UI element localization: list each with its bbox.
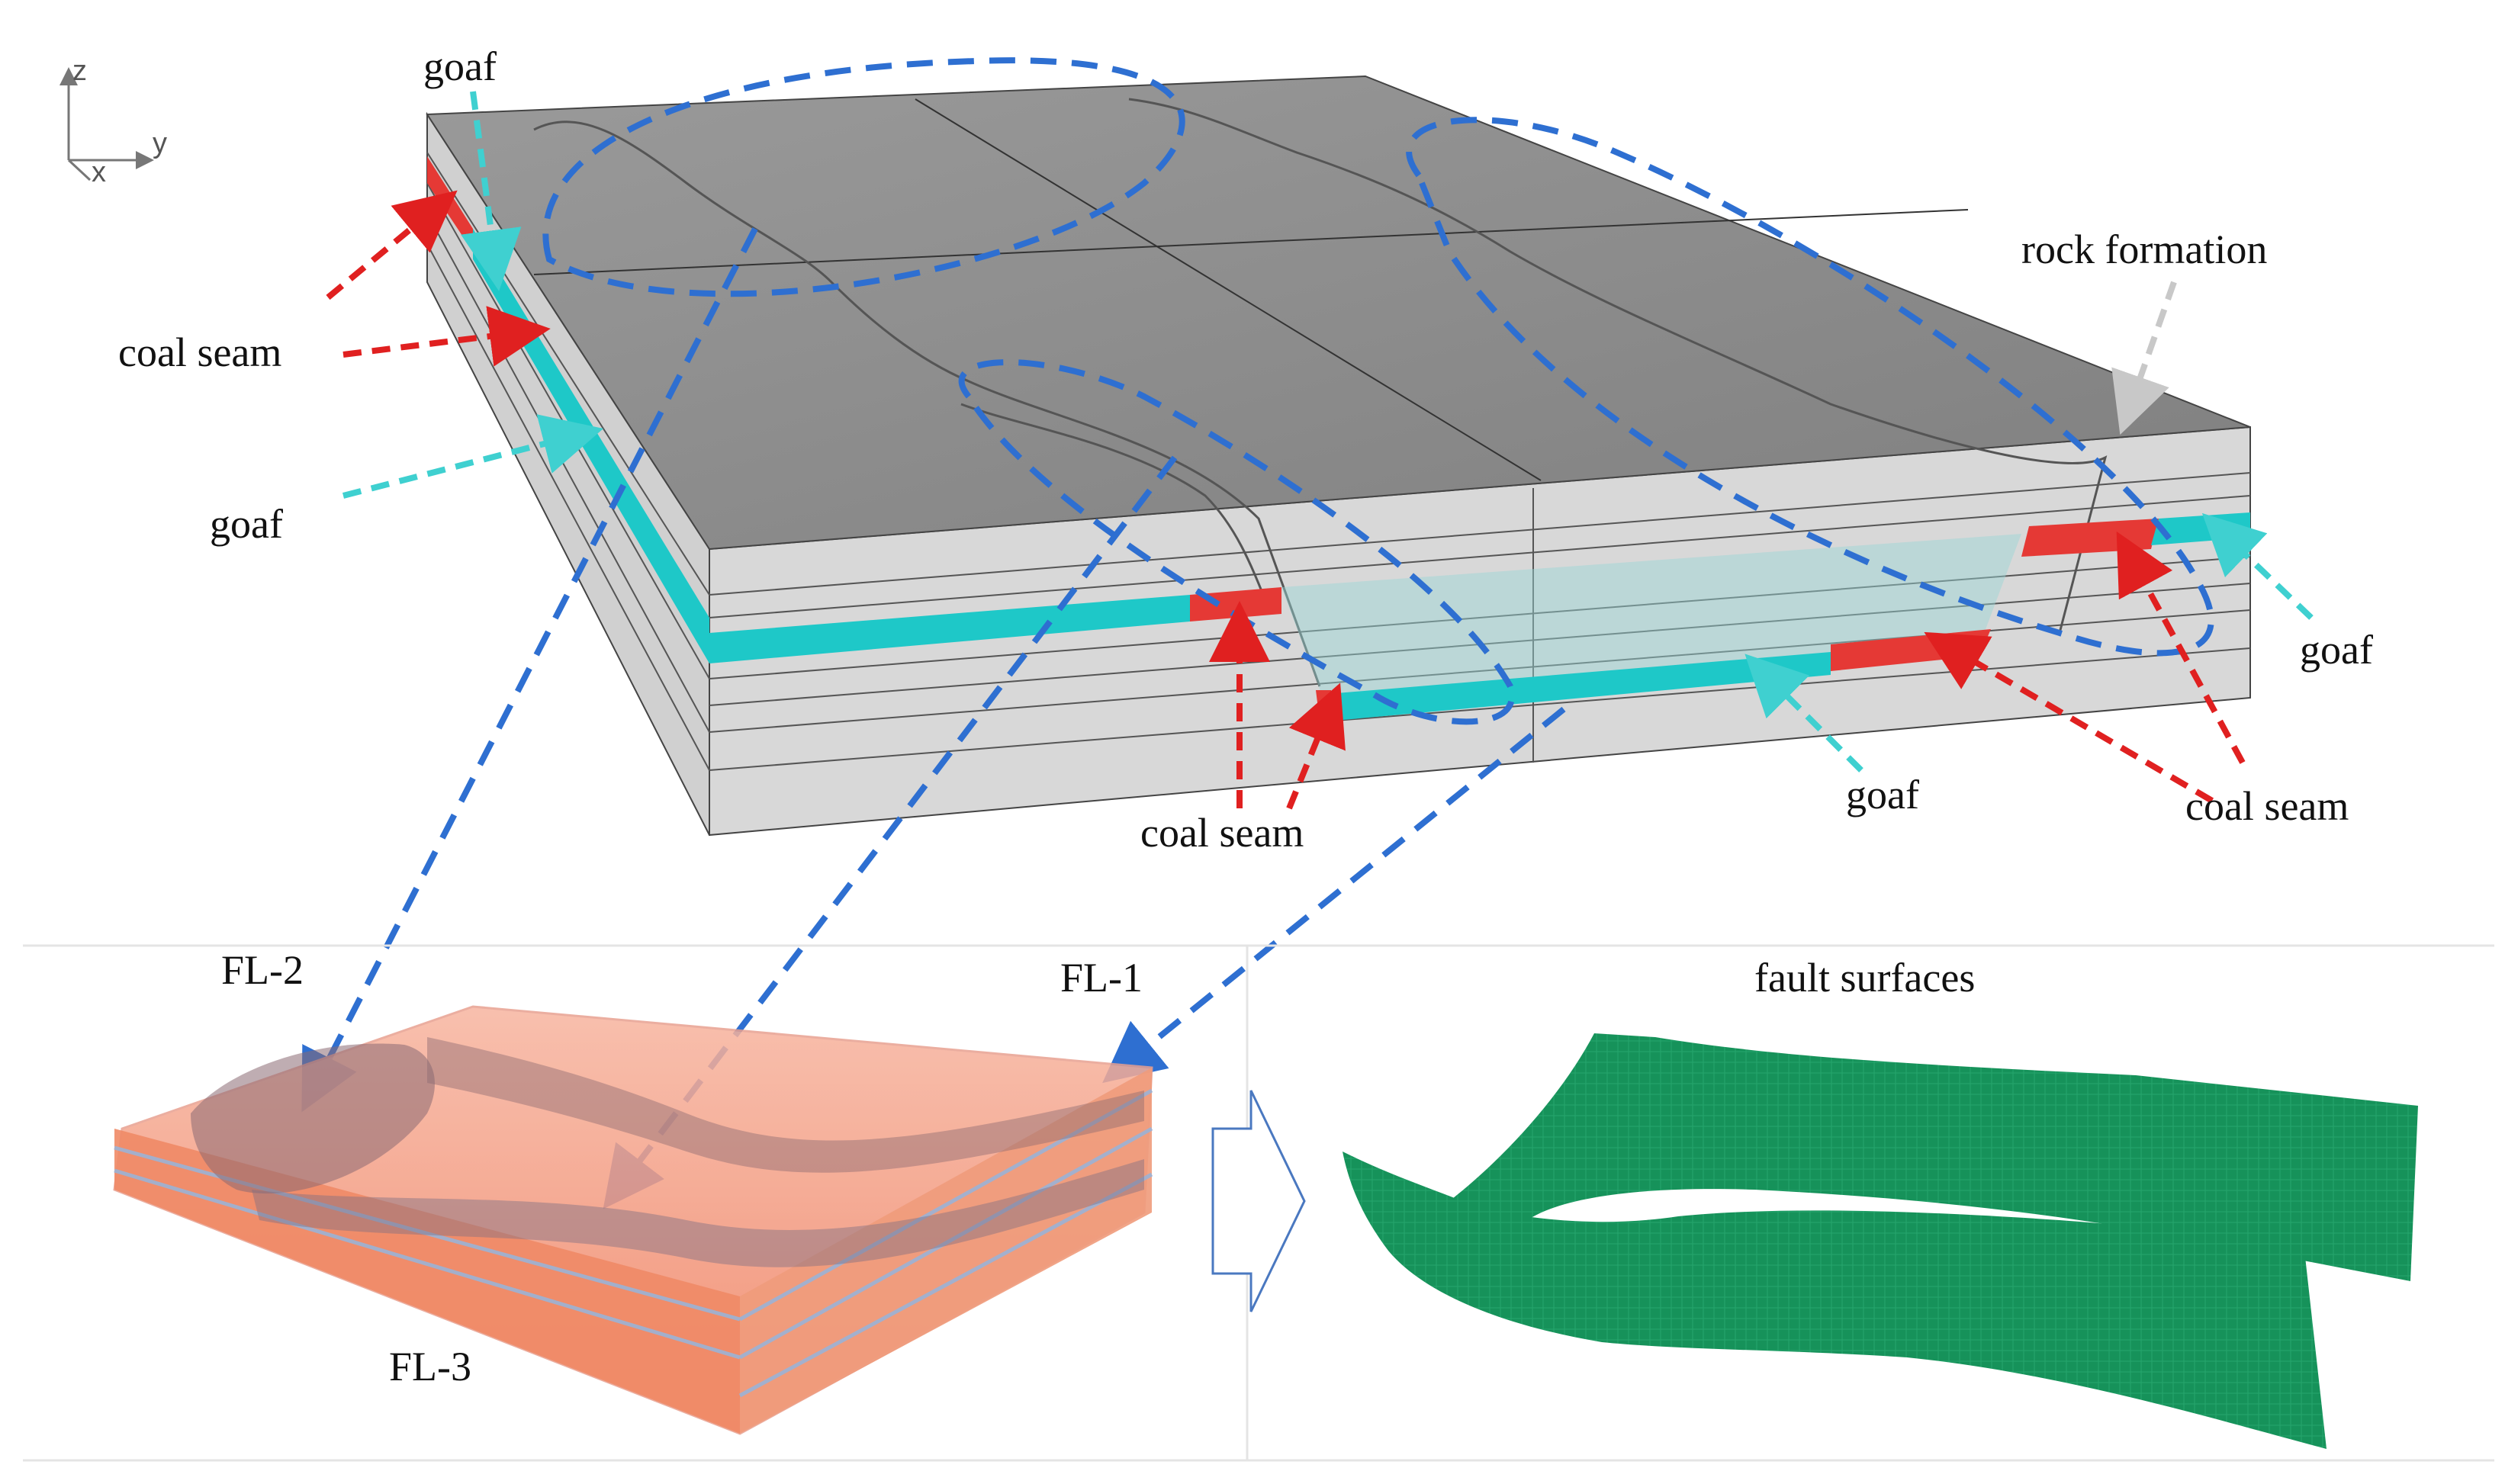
- axis-triad: z y x: [59, 55, 167, 188]
- axis-y-label: y: [153, 127, 167, 159]
- label-goaf-top: goaf: [423, 43, 497, 89]
- goaf-front-left: [709, 595, 1190, 663]
- label-arrows: [326, 91, 2314, 810]
- strata-model: [113, 1005, 1153, 1435]
- front-strata-lines: [709, 472, 2251, 771]
- top-grid-lines: [533, 98, 1969, 481]
- fault-surfaces-model: [1343, 1033, 2418, 1449]
- goaf-front-center: [1327, 652, 1831, 721]
- label-goaf-bottom: goaf: [1846, 772, 1919, 817]
- label-goaf-right: goaf: [2300, 627, 2373, 673]
- label-fl3: FL-3: [389, 1344, 471, 1389]
- fault-traces-top: [533, 98, 2108, 687]
- axis-z-label: z: [72, 55, 87, 87]
- transform-arrow-icon: [1211, 1090, 1306, 1312]
- label-rock-formation: rock formation: [2021, 226, 2267, 272]
- callout-fl2: [542, 57, 1185, 297]
- axis-x-label: x: [92, 156, 106, 188]
- label-coal-seam-left: coal seam: [118, 329, 281, 375]
- label-coal-seam-right: coal seam: [2185, 783, 2349, 829]
- label-fl2: FL-2: [221, 947, 304, 993]
- callout-fl3: [958, 359, 1516, 725]
- top-labels: goaf coal seam goaf rock formation goaf …: [118, 43, 2373, 856]
- label-fl1: FL-1: [1060, 955, 1143, 1001]
- rock-block-3d: [426, 75, 2251, 837]
- label-fault-surfaces: fault surfaces: [1754, 955, 1975, 1001]
- callout-outlines: [542, 57, 2214, 725]
- label-goaf-left: goaf: [210, 501, 283, 547]
- block-top-face: [426, 75, 2251, 551]
- label-coal-seam-center: coal seam: [1140, 810, 1304, 856]
